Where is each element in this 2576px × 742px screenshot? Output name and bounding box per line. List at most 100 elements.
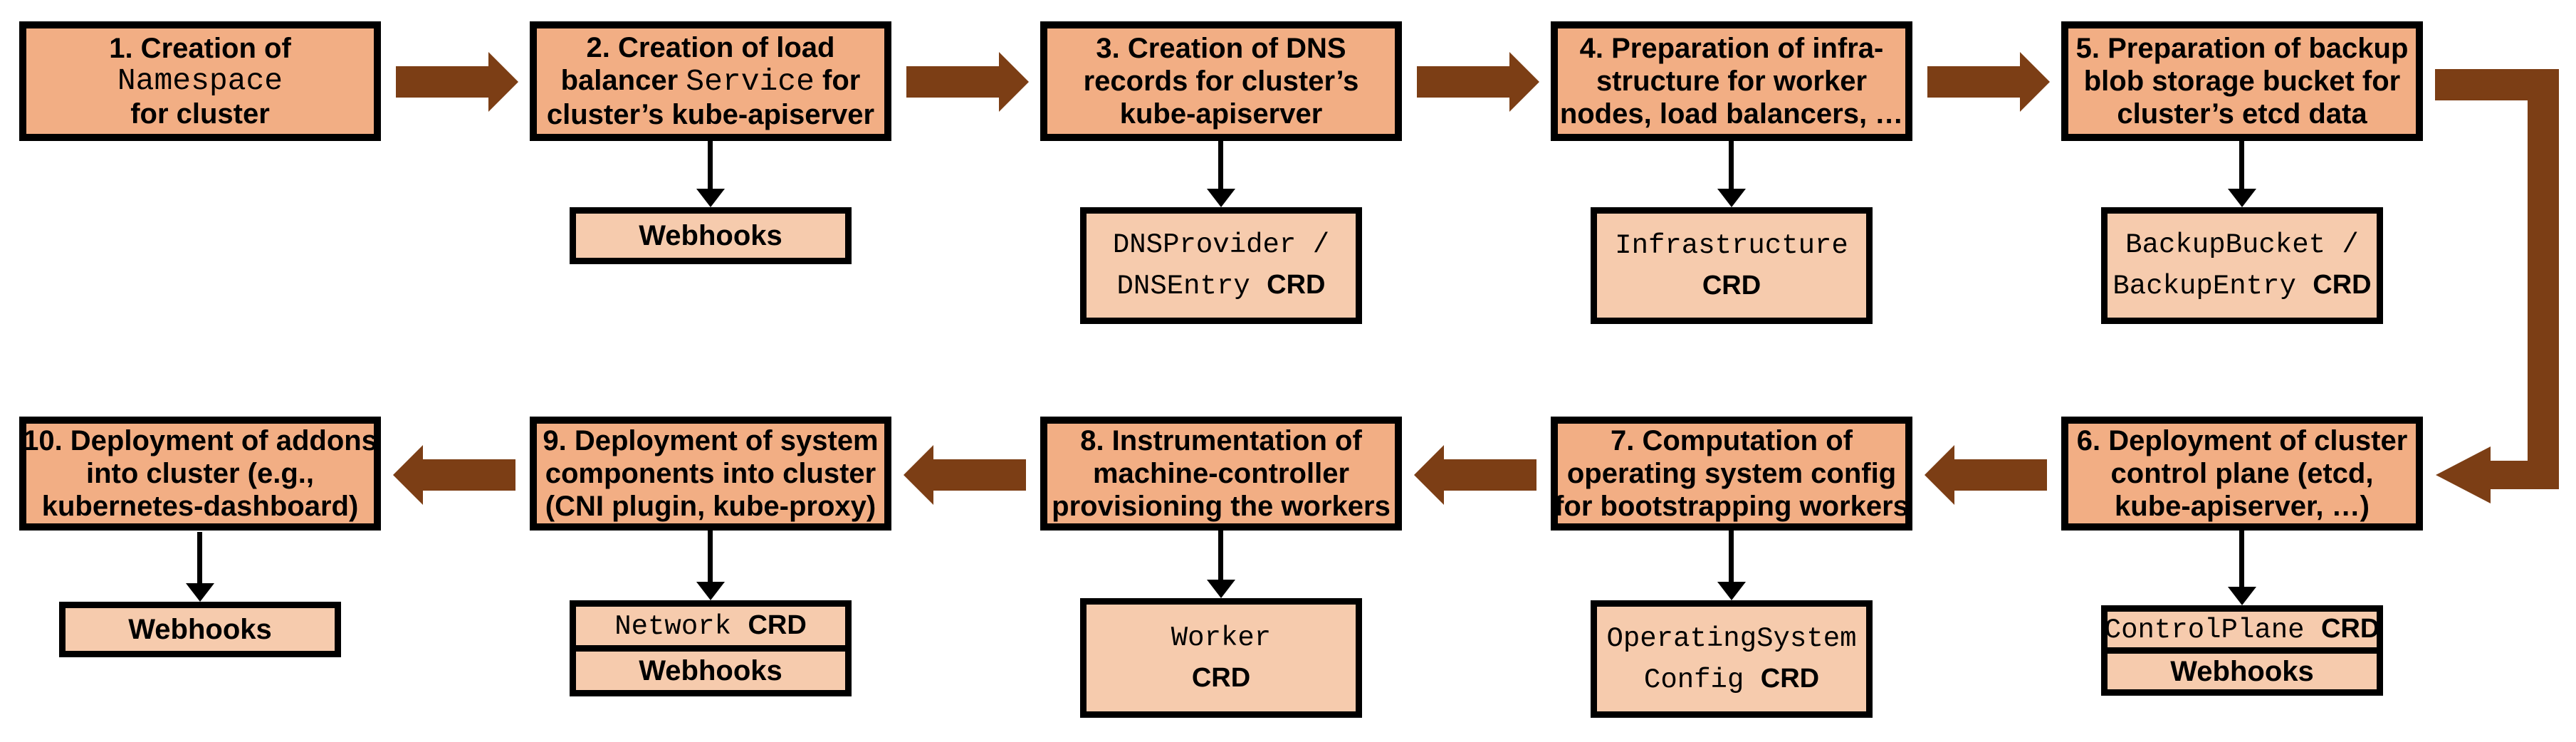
connector-stem bbox=[1218, 141, 1223, 190]
step-line: kubernetes-dashboard) bbox=[42, 490, 359, 523]
step-6-box: 6. Deployment of cluster control plane (… bbox=[2061, 417, 2423, 531]
step-line: 4. Preparation of infra- bbox=[1580, 32, 1884, 65]
crd-name: DNSEntry bbox=[1116, 271, 1267, 302]
connector-stem bbox=[2239, 531, 2244, 588]
connector-arrow-step6-icon bbox=[2228, 531, 2256, 605]
step-text: 7. Computation of bbox=[1611, 425, 1853, 456]
step-line: blob storage bucket for bbox=[2084, 65, 2401, 98]
step-text: for cluster bbox=[130, 98, 270, 130]
crd-suffix: CRD bbox=[2313, 270, 2372, 300]
sub-line: CRD bbox=[1192, 658, 1250, 698]
step-text: 10. Deployment of addons bbox=[23, 425, 377, 456]
crd-suffix: CRD bbox=[1191, 663, 1251, 693]
sub-line: Webhooks bbox=[2170, 655, 2314, 688]
connector-arrow-step9-icon bbox=[696, 531, 725, 600]
arrow-bar bbox=[1443, 459, 1536, 491]
webhooks-box-step6: Webhooks bbox=[2101, 647, 2383, 696]
crd-suffix: CRD bbox=[1760, 663, 1820, 694]
step-text: kube-apiserver bbox=[1119, 98, 1323, 130]
connector-head bbox=[1717, 582, 1746, 600]
connector-stem bbox=[1218, 531, 1223, 581]
crd-name: Infrastructure bbox=[1615, 230, 1848, 261]
step-line: balancer Service for bbox=[561, 64, 861, 98]
step-text: cluster’s etcd data bbox=[2117, 98, 2367, 130]
connector-arrow-step3-icon bbox=[1207, 141, 1235, 207]
step-line: 6. Deployment of cluster bbox=[2077, 424, 2408, 457]
arrow-bar bbox=[422, 459, 515, 491]
connector-head bbox=[2228, 587, 2256, 605]
arrow-bar bbox=[1417, 66, 1510, 98]
step-line: control plane (etcd, bbox=[2111, 457, 2374, 490]
step-line: kube-apiserver, …) bbox=[2115, 490, 2370, 523]
arrow-head bbox=[1414, 445, 1444, 505]
arrow-bar bbox=[1954, 459, 2047, 491]
connector-head bbox=[2228, 189, 2256, 207]
step-text: records for cluster’s bbox=[1083, 66, 1359, 97]
step-text: balancer bbox=[560, 65, 686, 96]
crd-box-infrastructure: Infrastructure CRD bbox=[1591, 207, 1873, 324]
step-line: 5. Preparation of backup bbox=[2076, 32, 2409, 65]
step-line: 9. Deployment of system bbox=[543, 424, 878, 457]
step-line: components into cluster bbox=[545, 457, 876, 490]
sub-line: Webhooks bbox=[128, 613, 272, 646]
step-text: structure for worker bbox=[1596, 66, 1868, 97]
connector-stem bbox=[708, 531, 713, 583]
step-line: records for cluster’s bbox=[1084, 65, 1359, 98]
step-text: for bootstrapping workers bbox=[1554, 491, 1909, 522]
step-text: nodes, load balancers, … bbox=[1559, 98, 1904, 130]
step-4-box: 4. Preparation of infra- structure for w… bbox=[1551, 21, 1912, 141]
step-10-box: 10. Deployment of addons into cluster (e… bbox=[19, 417, 381, 531]
crd-name: BackupEntry bbox=[2112, 271, 2313, 302]
flow-arrow-3-4-icon bbox=[1417, 52, 1539, 112]
step-line: cluster’s kube-apiserver bbox=[547, 98, 874, 131]
step-line: 3. Creation of DNS bbox=[1096, 32, 1346, 65]
step-line: 2. Creation of load bbox=[587, 31, 835, 64]
step-text: kubernetes-dashboard) bbox=[41, 491, 359, 522]
step-2-box: 2. Creation of load balancer Service for… bbox=[530, 21, 891, 141]
step-text-code: Namespace bbox=[117, 63, 283, 98]
flow-arrow-7-8-icon bbox=[1414, 445, 1536, 505]
sub-line: CRD bbox=[1702, 266, 1761, 305]
step-line: for cluster bbox=[130, 98, 270, 130]
step-line: 1. Creation of bbox=[109, 32, 291, 65]
step-line: for bootstrapping workers bbox=[1554, 490, 1909, 523]
step-text: cluster’s kube-apiserver bbox=[546, 99, 875, 130]
connector-arrow-step5-icon bbox=[2228, 141, 2256, 207]
step-text: (CNI plugin, kube-proxy) bbox=[545, 491, 876, 522]
arrow-bar bbox=[2528, 69, 2559, 489]
flow-arrow-1-2-icon bbox=[396, 52, 518, 112]
step-line: into cluster (e.g., bbox=[86, 457, 314, 490]
sub-line: Infrastructure bbox=[1615, 226, 1848, 266]
webhooks-label: Webhooks bbox=[639, 220, 782, 251]
webhooks-box-step10: Webhooks bbox=[59, 602, 341, 657]
arrow-head bbox=[2020, 52, 2050, 112]
step-text: 2. Creation of load bbox=[586, 32, 835, 63]
step-5-box: 5. Preparation of backup blob storage bu… bbox=[2061, 21, 2423, 141]
sub-line: Webhooks bbox=[639, 654, 782, 687]
webhooks-label: Webhooks bbox=[2170, 656, 2314, 687]
crd-suffix: CRD bbox=[748, 610, 807, 640]
crd-suffix: CRD bbox=[1267, 270, 1326, 300]
flow-arrow-2-3-icon bbox=[906, 52, 1029, 112]
arrow-head bbox=[1509, 52, 1539, 112]
step-line: 7. Computation of bbox=[1611, 424, 1853, 457]
step-text: machine-controller bbox=[1092, 458, 1350, 489]
sub-line: OperatingSystem bbox=[1606, 619, 1856, 659]
flow-arrow-4-5-icon bbox=[1927, 52, 2050, 112]
step-line: provisioning the workers bbox=[1052, 490, 1391, 523]
step-line: machine-controller bbox=[1093, 457, 1349, 490]
step-line: Namespace bbox=[117, 65, 283, 98]
crd-name: Config bbox=[1643, 664, 1761, 696]
step-text: 5. Preparation of backup bbox=[2075, 33, 2409, 64]
step-line: 10. Deployment of addons bbox=[23, 424, 377, 457]
connector-stem bbox=[1729, 531, 1734, 583]
webhooks-label: Webhooks bbox=[128, 614, 272, 645]
sub-line: BackupEntry CRD bbox=[2112, 265, 2371, 306]
connector-stem bbox=[2239, 141, 2244, 190]
crd-box-backup: BackupBucket / BackupEntry CRD bbox=[2101, 207, 2383, 324]
arrow-head bbox=[904, 445, 933, 505]
sub-line: DNSProvider / bbox=[1113, 225, 1329, 265]
step-8-box: 8. Instrumentation of machine-controller… bbox=[1040, 417, 1402, 531]
step-text: 3. Creation of DNS bbox=[1096, 33, 1346, 64]
